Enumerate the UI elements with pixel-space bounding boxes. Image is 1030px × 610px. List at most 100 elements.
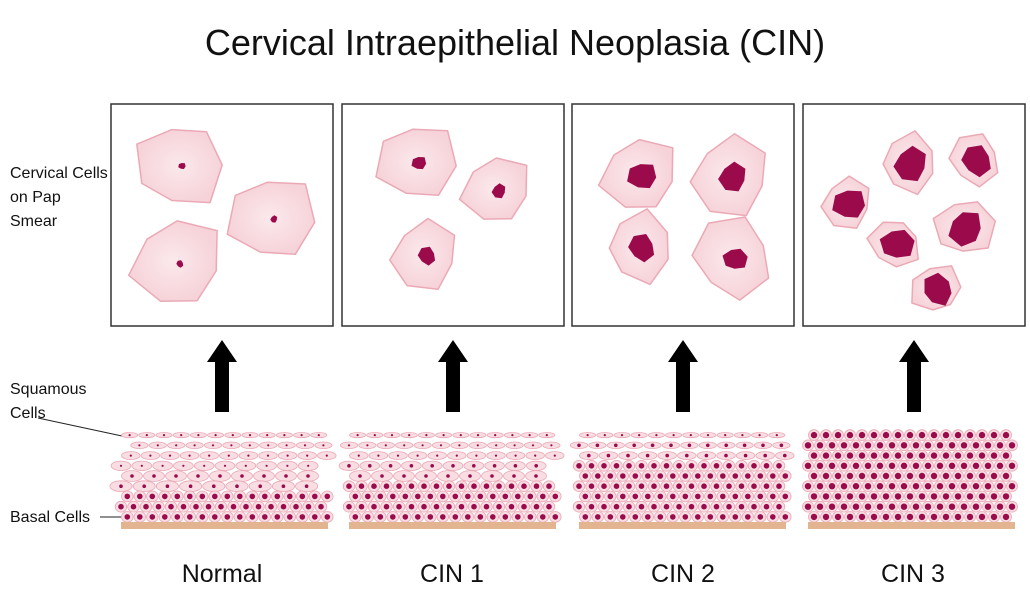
cell-nucleus xyxy=(954,493,962,500)
cell-nucleus xyxy=(527,493,534,500)
stage-label-cin1: CIN 1 xyxy=(420,560,484,588)
cell-nucleus xyxy=(858,431,866,439)
pap-smear-box xyxy=(341,103,565,327)
cell-nucleus xyxy=(218,474,222,478)
cell-nucleus xyxy=(846,493,854,500)
cell-nucleus xyxy=(356,434,359,437)
cell-nucleus xyxy=(582,473,589,479)
cell-nucleus xyxy=(197,434,200,437)
cell-nucleus xyxy=(894,431,902,439)
cell-nucleus xyxy=(357,454,360,457)
cell-nucleus xyxy=(358,483,365,490)
cell-nucleus xyxy=(368,464,372,468)
cell-nucleus xyxy=(620,473,626,479)
cell-nucleus xyxy=(930,452,938,459)
cell-nucleus xyxy=(828,503,836,510)
cell-nucleus xyxy=(912,483,920,490)
cell-nucleus xyxy=(626,483,632,490)
cell-nucleus xyxy=(352,493,359,500)
cell-nucleus xyxy=(978,452,986,459)
cell-nucleus xyxy=(515,493,521,500)
cell-nucleus xyxy=(324,493,331,500)
cell-nucleus xyxy=(996,503,1004,510)
cell-nucleus xyxy=(701,483,707,490)
cell-nucleus xyxy=(346,483,352,490)
cell-nucleus xyxy=(745,473,751,479)
cell-nucleus xyxy=(396,454,400,457)
cell-nucleus xyxy=(237,493,243,500)
cervical-cell xyxy=(458,157,528,220)
cell-nucleus xyxy=(607,514,614,520)
cell-nucleus xyxy=(645,493,651,500)
cell-nucleus xyxy=(870,452,878,459)
cell-nucleus xyxy=(149,454,152,457)
cell-nucleus xyxy=(402,493,409,500)
cell-nucleus xyxy=(137,514,143,520)
cell-nucleus xyxy=(384,444,387,447)
cell-nucleus xyxy=(810,472,818,480)
cell-nucleus xyxy=(918,513,926,521)
cell-nucleus xyxy=(433,503,440,510)
cell-nucleus xyxy=(446,474,450,478)
cell-nucleus xyxy=(906,513,914,521)
cell-nucleus xyxy=(595,493,601,500)
cell-nucleus xyxy=(663,463,670,469)
cell-nucleus xyxy=(870,472,878,480)
cell-nucleus xyxy=(682,514,689,520)
cell-nucleus xyxy=(645,514,651,520)
squamous-leader-line xyxy=(37,417,123,437)
cell-nucleus xyxy=(483,503,490,510)
cell-nucleus xyxy=(960,503,968,510)
cell-nucleus xyxy=(906,493,914,500)
cell-nucleus xyxy=(377,514,384,520)
cell-nucleus xyxy=(162,514,168,520)
cell-nucleus xyxy=(858,452,866,459)
cell-nucleus xyxy=(900,483,908,490)
cell-nucleus xyxy=(804,462,812,469)
cell-nucleus xyxy=(465,493,471,500)
cell-nucleus xyxy=(196,474,200,478)
cell-nucleus xyxy=(140,464,143,467)
cell-nucleus xyxy=(870,493,878,500)
cell-nucleus xyxy=(984,483,992,490)
cell-nucleus xyxy=(894,452,902,459)
cell-nucleus xyxy=(582,514,589,520)
cell-nucleus xyxy=(745,514,751,520)
cell-nucleus xyxy=(388,464,393,468)
cell-nucleus xyxy=(870,431,878,439)
cell-nucleus xyxy=(783,453,787,458)
cell-nucleus xyxy=(212,493,218,500)
cell-nucleus xyxy=(603,434,606,437)
cell-nucleus xyxy=(1008,503,1016,510)
cell-nucleus xyxy=(876,462,884,469)
cell-nucleus xyxy=(758,434,761,437)
cell-nucleus xyxy=(451,464,455,468)
cell-nucleus xyxy=(496,483,502,490)
cell-nucleus xyxy=(193,503,199,510)
cell-nucleus xyxy=(576,483,582,490)
cell-nucleus xyxy=(262,474,266,478)
cell-nucleus xyxy=(533,503,540,510)
cell-nucleus xyxy=(751,463,757,469)
cell-nucleus xyxy=(421,483,427,490)
cell-nucleus xyxy=(713,463,720,469)
cell-nucleus xyxy=(168,454,172,457)
cell-nucleus xyxy=(145,434,148,437)
cell-nucleus xyxy=(511,434,514,437)
cell-nucleus xyxy=(137,493,143,500)
cell-nucleus xyxy=(613,463,620,469)
cell-nucleus xyxy=(834,431,842,439)
cell-nucleus xyxy=(576,463,582,469)
cell-nucleus xyxy=(165,484,170,489)
cell-nucleus xyxy=(607,473,614,479)
cell-nucleus xyxy=(810,431,818,439)
cell-nucleus xyxy=(459,434,462,437)
cell-nucleus xyxy=(948,462,956,469)
cell-nucleus xyxy=(695,473,701,479)
cell-nucleus xyxy=(468,474,472,478)
cell-nucleus xyxy=(411,157,427,170)
cell-nucleus xyxy=(632,443,636,448)
cell-nucleus xyxy=(440,514,446,520)
cell-nucleus xyxy=(706,434,710,437)
